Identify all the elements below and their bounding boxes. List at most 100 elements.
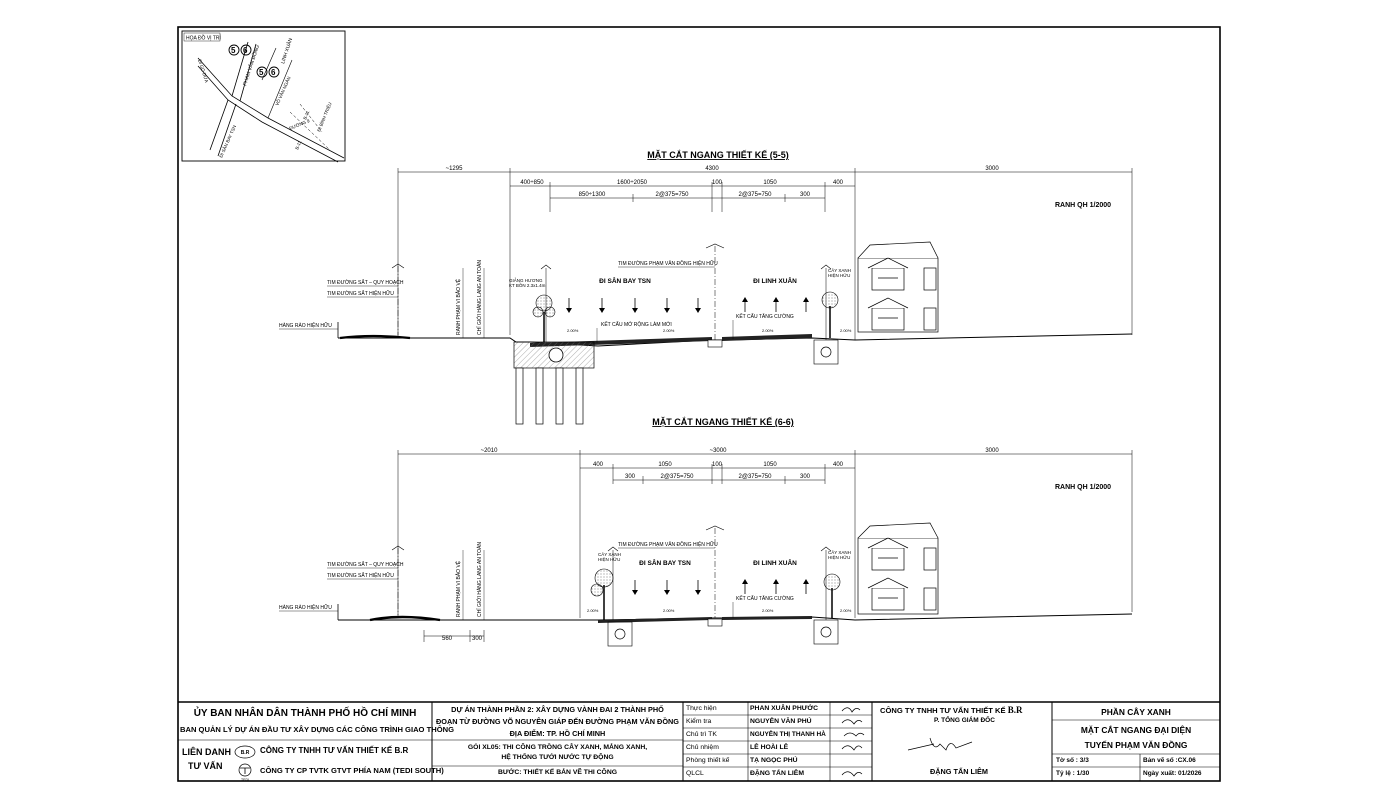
issue-date-value: 01/2026 [1178, 770, 1202, 777]
drawing-title-2: TUYẾN PHẠM VĂN ĐỒNG [1084, 740, 1188, 750]
s2-slope-3: 2.00% [840, 608, 852, 613]
role-6: QLCL [686, 770, 704, 777]
s2-tim-sat: TIM ĐƯỜNG SẮT – QUY HOẠCH [327, 560, 404, 568]
section-6-6-title: MẶT CẮT NGANG THIẾT KẾ (6-6) [652, 417, 794, 427]
tu-van-label: TƯ VẤN [188, 761, 223, 771]
s2-dim-right: 3000 [985, 448, 999, 454]
s1-lane-right: ĐI LINH XUÂN [753, 276, 797, 285]
logo-br: B.R [234, 745, 256, 759]
s1-dim-b: 1600÷2050 [617, 180, 648, 186]
s1-ket-cau-1: KẾT CẤU MỞ RỘNG LÀM MỚI [601, 321, 672, 328]
s2-dim-total: ~3000 [710, 448, 728, 454]
s1-ket-cau-2: KẾT CẤU TĂNG CƯỜNG [736, 313, 794, 320]
signatures [841, 707, 973, 777]
section-5-5: MẶT CẮT NGANG THIẾT KẾ (5-5) ~1295 4300 … [279, 150, 1133, 425]
s1-dim-i: 300 [800, 192, 811, 198]
org-name-2: BAN QUẢN LÝ DỰ ÁN ĐẦU TƯ XÂY DỰNG CÁC CÔ… [180, 725, 454, 734]
role-5: Phòng thiết kế [686, 757, 730, 764]
s2-pham-vi: RANH PHẠM VI BẢO VỆ [454, 560, 462, 617]
s2-tim-sat2: TIM ĐƯỜNG SẮT HIỆN HỮU [327, 571, 394, 579]
director-name: ĐẶNG TẤN LIÊM [930, 767, 988, 776]
s1-dim-right: 3000 [985, 166, 999, 172]
s2-dim-j: 560 [442, 636, 453, 642]
s2-slope-4: 2.00% [587, 608, 599, 613]
issue-date: Ngày xuất: 01/2026 [1143, 770, 1202, 778]
s2-lane-right: ĐI LINH XUÂN [753, 558, 797, 567]
drawing-number: Bản vẽ số :CX.06 [1143, 757, 1196, 765]
key-map-section-6b: 6 [271, 68, 276, 77]
sheet-number: Tờ số : 3/3 [1056, 757, 1089, 765]
role-name-5: TẠ NGỌC PHÚ [750, 757, 798, 764]
key-map-section-5: 5 [231, 46, 236, 55]
s2-dim-d: 1050 [763, 462, 777, 468]
s2-dim-k: 300 [472, 636, 483, 642]
s1-ranh: RANH QH 1/2000 [1055, 202, 1111, 209]
s2-dim-h: 2@375=750 [739, 474, 773, 480]
role-3: Chủ trì TK [686, 731, 717, 738]
role-name-1: PHAN XUÂN PHƯỚC [750, 705, 819, 712]
s1-slope-2: 2.00% [762, 328, 774, 333]
consultant-2: CÔNG TY CP TVTK GTVT PHÍA NAM (TEDI SOUT… [260, 766, 444, 775]
s1-slope-4: 2.00% [567, 328, 579, 333]
role-2: Kiểm tra [686, 718, 712, 725]
project-line-2: ĐOẠN TỪ ĐƯỜNG VÕ NGUYÊN GIÁP ĐẾN ĐƯỜNG P… [436, 717, 679, 726]
project-location: ĐỊA ĐIỂM: TP. HỒ CHÍ MINH [509, 729, 606, 738]
drawing-scale-label: Tỷ lệ : [1056, 770, 1075, 777]
role-4: Chủ nhiệm [686, 744, 719, 751]
s1-dim-total: 4300 [705, 166, 719, 172]
s2-dim-f: 300 [625, 474, 636, 480]
org-name-1: ỦY BAN NHÂN DÂN THÀNH PHỐ HỒ CHÍ MINH [193, 708, 417, 719]
package-line-2: HỆ THỐNG TƯỚI NƯỚC TỰ ĐỘNG [501, 754, 614, 761]
role-name-3: NGUYỄN THỊ THANH HÀ [750, 731, 826, 738]
s1-lane-left: ĐI SÂN BAY TSN [599, 276, 651, 285]
s2-slope-2: 2.00% [762, 608, 774, 613]
designer-company: CÔNG TY TNHH TƯ VẤN THIẾT KẾ B.R [880, 706, 1022, 715]
sheet-number-label: Tờ số : [1056, 757, 1078, 764]
s2-ket-cau-2: KẾT CẤU TĂNG CƯỜNG [736, 595, 794, 602]
s1-tim-sat2: TIM ĐƯỜNG SẮT HIỆN HỮU [327, 289, 394, 297]
designer-company-logo: B.R [1007, 705, 1023, 715]
designer-company-name: CÔNG TY TNHH TƯ VẤN THIẾT KẾ [880, 706, 1006, 715]
s1-hang-rao: HÀNG RÀO HIỆN HỮU [279, 321, 332, 329]
s1-pham-vi: RANH PHẠM VI BẢO VỆ [454, 278, 462, 335]
title-block-grid [178, 701, 1220, 781]
key-map-mark-2: B-11 [294, 140, 302, 151]
s2-dim-a: 400 [593, 462, 604, 468]
key-map-mark-1: B-11 [302, 110, 310, 121]
s2-ranh: RANH QH 1/2000 [1055, 484, 1111, 491]
s1-dim-f: 850÷1300 [579, 192, 606, 198]
s2-dim-g: 2@375=750 [661, 474, 695, 480]
key-map: HỌA ĐỒ VỊ TRÍ 5 6 5 6 PHẠM VĂN ĐỒNG LINH… [181, 30, 346, 163]
drawing-number-value: CX.06 [1177, 757, 1196, 764]
s1-slope-1: 2.00% [663, 328, 675, 333]
logo-tedi-text: TEDI [241, 778, 249, 782]
s1-dim-left: ~1295 [446, 166, 464, 172]
s2-dim-left: ~2010 [481, 448, 499, 454]
s1-dim-d: 1050 [763, 180, 777, 186]
logo-br-text: B.R [241, 750, 250, 756]
s2-dim-c: 100 [712, 462, 723, 468]
key-map-section-5b: 5 [259, 68, 264, 77]
consultant-1: CÔNG TY TNHH TƯ VẤN THIẾT KẾ B.R [260, 746, 409, 755]
drawing-scale: Tỷ lệ : 1/30 [1056, 770, 1089, 778]
s2-hang-rao: HÀNG RÀO HIỆN HỮU [279, 603, 332, 611]
project-line-1: DỰ ÁN THÀNH PHẦN 2: XÂY DỰNG VÀNH ĐAI 2 … [451, 705, 664, 714]
director-position: P. TỔNG GIÁM ĐỐC [934, 717, 995, 724]
drawing-category: PHẦN CÂY XANH [1101, 707, 1171, 717]
s1-tim-pvd: TIM ĐƯỜNG PHẠM VĂN ĐỒNG HIỆN HỮU [618, 259, 718, 267]
s2-slope-1: 2.00% [663, 608, 675, 613]
role-name-6: ĐẶNG TẤN LIÊM [750, 770, 804, 777]
s1-dim-c: 100 [712, 180, 723, 186]
logo-tedi: TEDI [238, 763, 252, 782]
drawing-title-1: MẶT CẮT NGANG ĐẠI DIỆN [1080, 725, 1192, 735]
sheet-number-value: 3/3 [1079, 757, 1089, 764]
key-map-section-6: 6 [243, 46, 248, 55]
lien-danh-label: LIÊN DANH [182, 747, 231, 757]
role-name-2: NGUYỄN VĂN PHÚ [750, 718, 812, 725]
s2-tim-pvd: TIM ĐƯỜNG PHẠM VĂN ĐỒNG HIỆN HỮU [618, 540, 718, 548]
